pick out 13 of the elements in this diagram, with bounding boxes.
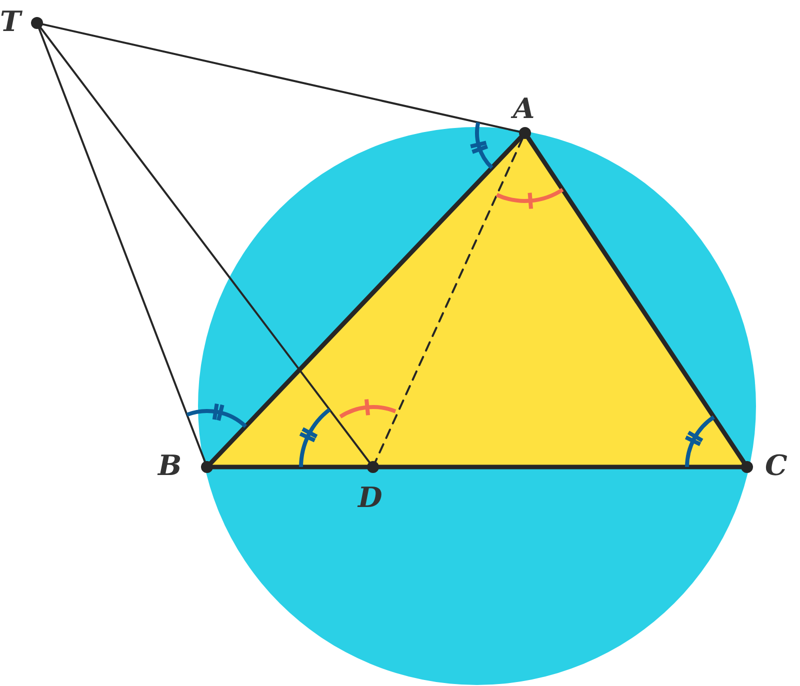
point-label: A bbox=[513, 95, 535, 123]
line-segment bbox=[42, 23, 520, 133]
line-segment bbox=[210, 464, 370, 470]
line-segment bbox=[208, 135, 524, 465]
line-segment bbox=[40, 26, 370, 464]
line-segment bbox=[38, 28, 206, 462]
point-label: D bbox=[358, 484, 382, 512]
line-segment bbox=[376, 464, 744, 470]
line-segment bbox=[526, 136, 746, 464]
point-label: T bbox=[0, 8, 21, 36]
dashed-line bbox=[374, 137, 524, 463]
point-label: B bbox=[158, 452, 182, 480]
point-label: C bbox=[765, 452, 788, 480]
